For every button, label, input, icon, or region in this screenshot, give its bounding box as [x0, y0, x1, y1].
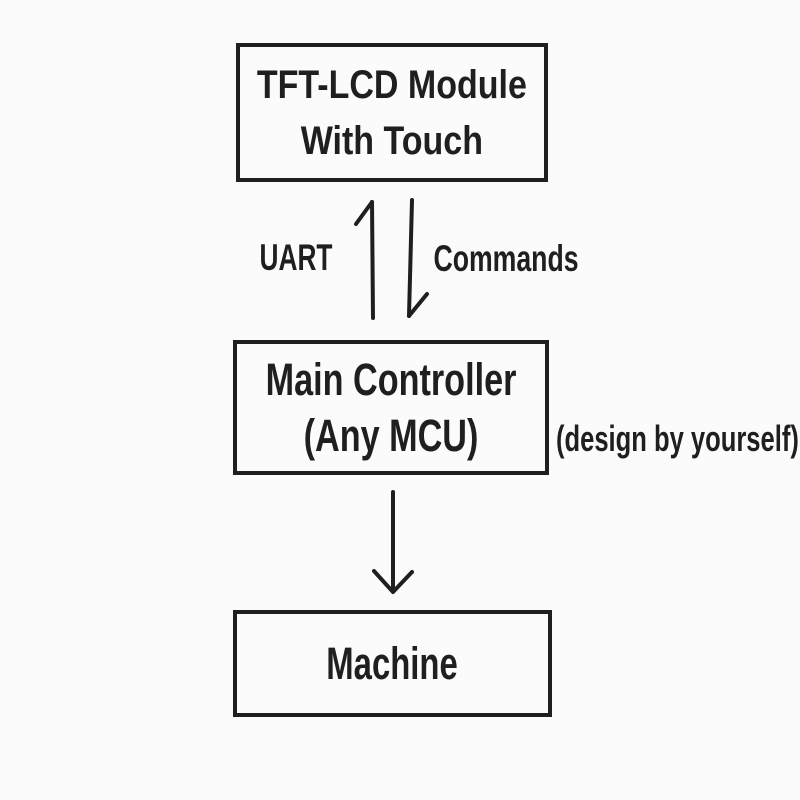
design-by-yourself-note: (design by yourself) [556, 418, 799, 459]
node-tft-lcd-module-label: TFT-LCD Module With Touch [257, 57, 527, 169]
node-main-controller-label: Main Controller (Any MCU) [266, 352, 517, 464]
node-main-controller: Main Controller (Any MCU) [233, 340, 549, 475]
node-controller-line1: Main Controller [265, 353, 517, 405]
node-controller-line2: (Any MCU) [303, 409, 479, 461]
node-tft-lcd-module: TFT-LCD Module With Touch [236, 43, 548, 182]
controller-to-machine-arrow [372, 490, 414, 594]
commands-down-arrow [407, 198, 429, 318]
uart-up-arrow [354, 200, 375, 320]
node-tft-line1: TFT-LCD Module [256, 62, 528, 107]
node-machine-label: Machine [326, 637, 459, 689]
commands-edge-label: Commands [433, 238, 579, 279]
uart-edge-label: UART [259, 237, 333, 278]
node-machine: Machine [233, 610, 552, 717]
node-tft-line2: With Touch [300, 118, 484, 163]
